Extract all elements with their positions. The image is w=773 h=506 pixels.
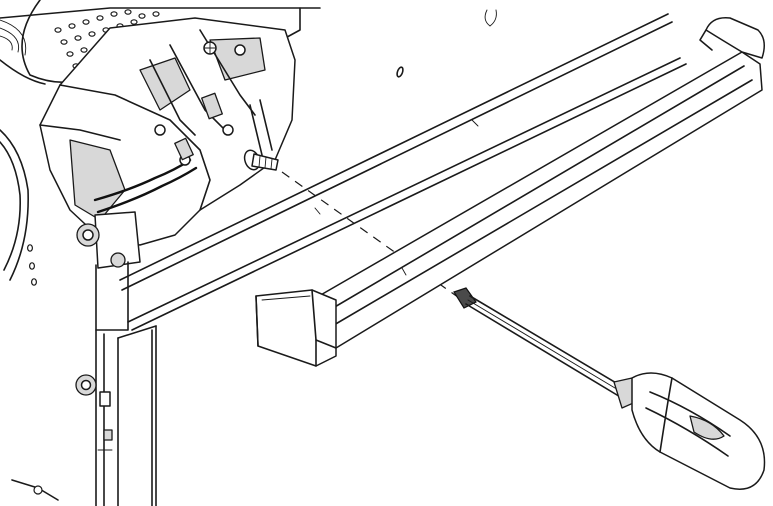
appliance-side-wall <box>0 129 59 501</box>
screw <box>243 149 279 171</box>
screwdriver <box>453 287 766 490</box>
door-frame <box>75 13 687 506</box>
hinge-mechanism <box>39 17 296 331</box>
trim-bar <box>311 17 765 349</box>
end-cap <box>255 289 337 367</box>
